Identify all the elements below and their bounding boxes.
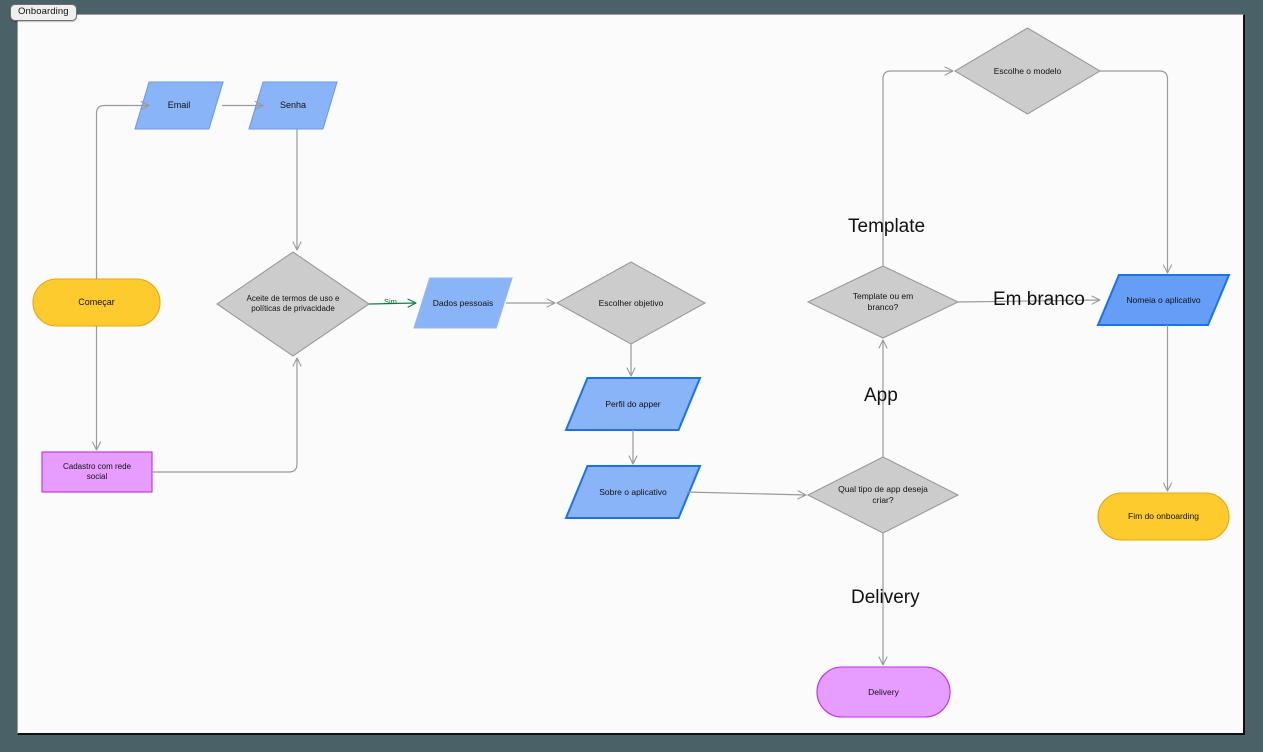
node-sobre_app[interactable] [564, 465, 702, 519]
node-hit-delivery[interactable] [817, 667, 950, 717]
node-hit-escolher_obj[interactable] [557, 262, 705, 344]
node-hit-aceite_termos[interactable] [217, 252, 369, 356]
edge-path[interactable] [95, 100, 150, 280]
node-hit-sobre_app[interactable] [566, 466, 700, 518]
node-hit-senha[interactable] [249, 82, 337, 129]
node-escolhe_modelo[interactable] [953, 27, 1102, 115]
node-hit-comecar[interactable] [33, 279, 160, 326]
tab-onboarding[interactable]: Onboarding [10, 4, 77, 21]
node-template_branco[interactable] [806, 265, 960, 339]
node-hit-cadastro_social[interactable] [42, 452, 152, 492]
node-hit-nomeia_app[interactable] [1098, 275, 1229, 325]
node-senha[interactable] [248, 81, 338, 130]
node-delivery[interactable] [816, 666, 951, 718]
node-perfil_apper[interactable] [564, 377, 702, 431]
edge-path[interactable] [368, 298, 417, 308]
node-hit-escolhe_modelo[interactable] [955, 28, 1100, 114]
node-aceite_termos[interactable] [216, 251, 370, 357]
edge-path[interactable] [957, 295, 1101, 305]
node-hit-template_branco[interactable] [808, 266, 958, 338]
edge-path[interactable] [1100, 70, 1173, 274]
node-hit-dados_pessoais[interactable] [414, 278, 512, 328]
flowchart-svg [32, 27, 1231, 718]
node-hit-fim_onboarding[interactable] [1098, 493, 1229, 540]
node-cadastro_social[interactable] [41, 451, 153, 493]
node-fim_onboarding[interactable] [1097, 492, 1230, 541]
node-hit-perfil_apper[interactable] [566, 378, 700, 430]
node-hit-email[interactable] [135, 82, 223, 129]
node-email[interactable] [134, 81, 224, 130]
edge-path[interactable] [152, 357, 302, 473]
node-hit-qual_tipo_app[interactable] [808, 457, 958, 533]
node-dados_pessoais[interactable] [413, 277, 513, 329]
node-nomeia_app[interactable] [1096, 274, 1231, 326]
edge-path[interactable] [882, 66, 954, 266]
edge-path[interactable] [685, 490, 807, 500]
tab-bar: Onboarding [10, 1, 77, 21]
